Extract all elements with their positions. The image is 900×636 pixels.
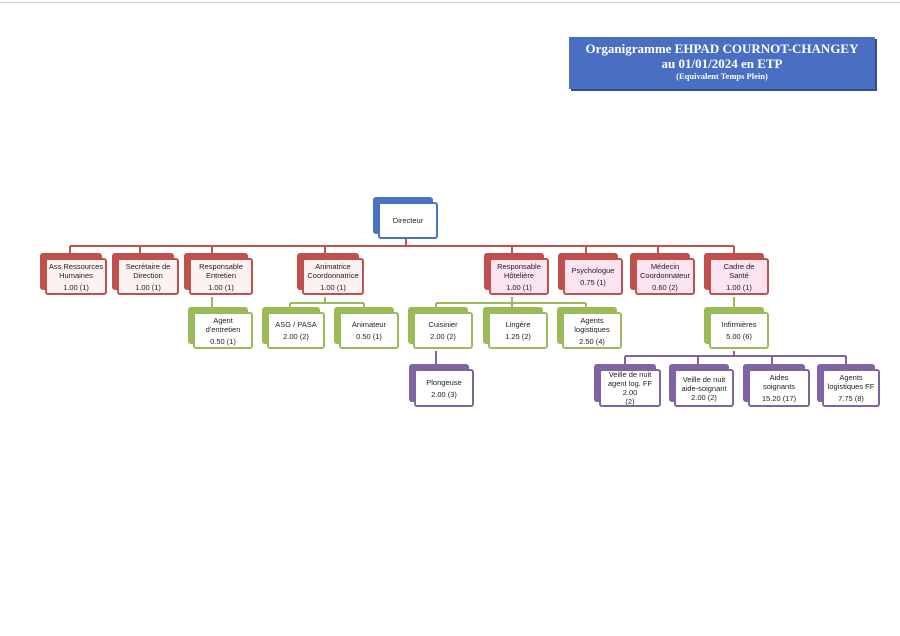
node-psychologue: Psychologue 0.75 (1) bbox=[563, 258, 623, 295]
node-label: Cuisinier bbox=[428, 320, 458, 329]
node-label: Responsable Entretien bbox=[199, 261, 243, 280]
node-label: Veille de nuit agent log. FF 2.00 bbox=[607, 370, 653, 397]
node-label: Veille de nuit aide-soignant bbox=[681, 374, 727, 393]
node-label: Lingère bbox=[505, 320, 531, 329]
node-label: Infirmières bbox=[721, 320, 757, 329]
node-label: Aides soignants bbox=[762, 373, 796, 391]
node-label: Animatrice Coordonnatrice bbox=[307, 261, 359, 280]
node-value: 2.00 (3) bbox=[431, 389, 457, 399]
node-value: 15.20 (17) bbox=[761, 394, 797, 403]
node-aides-soignants: Aides soignants 15.20 (17) bbox=[748, 369, 810, 407]
node-veille-agent: Veille de nuit agent log. FF 2.00 (2) bbox=[599, 369, 661, 407]
node-value: 1.00 (1) bbox=[506, 282, 532, 292]
node-agents-logistiques-ff: Agents logistiques FF 7.75 (8) bbox=[822, 369, 880, 407]
node-label: Agents logistiques FF bbox=[827, 373, 875, 391]
node-value: 1.25 (2) bbox=[505, 332, 531, 341]
node-label: Directeur bbox=[392, 216, 424, 225]
node-value: 5.00 (6) bbox=[726, 332, 752, 341]
title-line-2: au 01/01/2024 en ETP bbox=[661, 56, 783, 71]
node-asg-pasa: ASG / PASA 2.00 (2) bbox=[267, 312, 325, 349]
node-label: Médecin Coordonnateur bbox=[639, 261, 691, 280]
node-cadre-sante: Cadre de Santé 1.00 (1) bbox=[709, 258, 769, 295]
node-veille-aide-soignant: Veille de nuit aide-soignant 2.00 (2) bbox=[674, 369, 734, 407]
node-value: 0.60 (2) bbox=[652, 282, 678, 292]
node-lingere: Lingère 1.25 (2) bbox=[488, 312, 548, 349]
title-line-1: Organigramme EHPAD COURNOT-CHANGEY bbox=[585, 41, 859, 56]
node-agents-logistiques: Agents logistiques 2.50 (4) bbox=[562, 312, 622, 349]
title-line-3: (Equivalent Temps Plein) bbox=[676, 71, 768, 81]
top-rule bbox=[0, 2, 900, 3]
node-label: Ass.Ressources Humaines bbox=[48, 261, 104, 280]
node-animatrice: Animatrice Coordonnatrice 1.00 (1) bbox=[302, 258, 364, 295]
node-value: 0.75 (1) bbox=[580, 278, 606, 287]
node-secretaire: Secrétaire de Direction 1.00 (1) bbox=[117, 258, 179, 295]
node-medecin: Médecin Coordonnateur 0.60 (2) bbox=[635, 258, 695, 295]
node-label: Secrétaire de Direction bbox=[125, 261, 171, 280]
node-rh: Ass.Ressources Humaines 1.00 (1) bbox=[45, 258, 107, 295]
node-label: Responsable Hôtelière bbox=[497, 261, 541, 280]
connector-animatrice-bar bbox=[289, 297, 365, 310]
node-label: Plongeuse bbox=[426, 377, 462, 387]
node-resp-hoteliere: Responsable Hôtelière 1.00 (1) bbox=[489, 258, 549, 295]
node-label: Psychologue bbox=[571, 266, 615, 275]
node-value: 2.00 (2) bbox=[430, 332, 456, 341]
node-value: (2) bbox=[625, 397, 635, 406]
node-value: 7.75 (8) bbox=[838, 394, 864, 403]
node-label: Cadre de Santé bbox=[723, 261, 755, 280]
node-cuisinier: Cuisinier 2.00 (2) bbox=[413, 312, 473, 349]
node-value: 2.00 (2) bbox=[283, 332, 309, 341]
node-label: ASG / PASA bbox=[275, 320, 317, 329]
node-agent-entretien: Agent d'entretien 0.50 (1) bbox=[193, 312, 253, 349]
connector-hoteliere-bar bbox=[435, 297, 587, 310]
node-value: 1.00 (1) bbox=[320, 282, 346, 292]
node-resp-entretien: Responsable Entretien 1.00 (1) bbox=[189, 258, 253, 295]
connector-infirmieres-bar bbox=[624, 351, 847, 366]
node-directeur: Directeur bbox=[378, 202, 438, 239]
node-animateur: Animateur 0.50 (1) bbox=[339, 312, 399, 349]
node-label: Agents logistiques bbox=[574, 315, 610, 334]
node-infirmieres: Infirmières 5.00 (6) bbox=[709, 312, 769, 349]
title-banner: Organigramme EHPAD COURNOT-CHANGEY au 01… bbox=[569, 37, 875, 89]
node-label: Agent d'entretien bbox=[205, 315, 241, 334]
node-value: 2.50 (4) bbox=[579, 336, 605, 346]
node-value: 0.50 (1) bbox=[210, 336, 236, 346]
node-plongeuse: Plongeuse 2.00 (3) bbox=[414, 369, 474, 407]
node-value: 1.00 (1) bbox=[63, 282, 89, 292]
node-value: 1.00 (1) bbox=[208, 282, 234, 292]
node-value: 1.00 (1) bbox=[135, 282, 161, 292]
node-value: 1.00 (1) bbox=[726, 282, 752, 292]
node-value: 2.00 (2) bbox=[691, 392, 717, 402]
node-label: Animateur bbox=[351, 320, 387, 329]
node-value: 0.50 (1) bbox=[356, 332, 382, 341]
